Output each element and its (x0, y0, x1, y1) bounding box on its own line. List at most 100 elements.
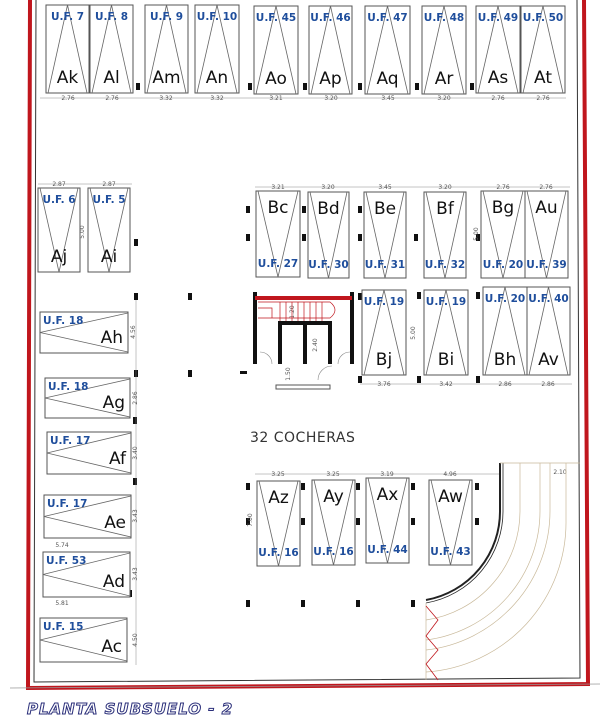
spot-diagonal (443, 5, 465, 95)
unit-label: U.F. 43 (430, 546, 470, 558)
column (246, 206, 250, 213)
column (417, 292, 421, 299)
spot-diagonal (43, 495, 132, 517)
spot-diagonal (44, 378, 131, 399)
dimension-label: 3.43 (132, 509, 139, 523)
column (303, 83, 307, 90)
column (301, 483, 305, 490)
unit-label: U.F. 18 (48, 381, 88, 393)
spot-id-label: Ay (323, 487, 344, 507)
spot-id-label: Az (268, 488, 289, 508)
spot-diagonal (310, 5, 331, 95)
spot-outline (482, 286, 528, 376)
parking-spot-Am[interactable]: U.F. 9Am (144, 4, 189, 94)
spot-diagonal (330, 5, 351, 95)
spot-outline (144, 4, 189, 94)
column (411, 518, 415, 525)
spot-outline (365, 477, 410, 564)
unit-label: U.F. 27 (258, 258, 298, 270)
column (136, 83, 140, 90)
parking-spot-Aj[interactable]: U.F. 6Aj (37, 187, 81, 273)
spot-diagonal (526, 190, 547, 279)
parking-spot-Al[interactable]: U.F. 8Al (89, 4, 134, 94)
spot-diagonal (216, 4, 238, 94)
spot-outline (423, 289, 469, 376)
spot-diagonal (39, 312, 129, 333)
spot-diagonal (166, 4, 187, 94)
unit-label: U.F. 16 (258, 547, 298, 559)
spot-diagonal (277, 190, 299, 278)
dimension-label: 2.86 (132, 391, 139, 405)
spot-diagonal (39, 618, 128, 641)
column (356, 600, 360, 607)
spot-id-label: Bh (494, 350, 516, 370)
spot-diagonal (484, 286, 506, 376)
column (475, 518, 479, 525)
parking-spot-Ak[interactable]: U.F. 7Ak (45, 4, 90, 94)
spot-diagonal (146, 4, 167, 94)
dimension-label: 2.76 (496, 184, 510, 191)
column (411, 600, 415, 607)
parking-spot-Ai[interactable]: U.F. 5Ai (87, 187, 131, 273)
dimension-label: 2.76 (61, 95, 75, 102)
dimension-label: 3.32 (159, 95, 173, 102)
dimension-label: 3.20 (324, 95, 338, 102)
spot-diagonal (258, 480, 279, 567)
dimension-label: 3.21 (271, 184, 285, 191)
spot-diagonal (111, 4, 132, 94)
spot-diagonal (91, 4, 112, 94)
spot-id-label: Ap (319, 69, 341, 89)
spot-id-label: Bj (376, 350, 392, 370)
column (301, 600, 305, 607)
spot-diagonal (257, 190, 279, 278)
spot-diagonal (42, 574, 131, 597)
dimension-label: 3.25 (326, 471, 340, 478)
outer-wall (9, 0, 600, 691)
dimension-label: 3.19 (380, 471, 394, 478)
column (188, 293, 192, 300)
column (246, 234, 250, 241)
parking-spot-Az[interactable]: U.F. 16 Az (256, 480, 301, 567)
spot-id-label: Be (374, 199, 396, 219)
spot-id-label: Ao (265, 69, 287, 89)
dimension-label: 3.76 (377, 381, 391, 388)
spot-outline (428, 479, 473, 566)
spot-diagonal (425, 289, 447, 376)
spot-id-label: Bi (438, 350, 454, 370)
dimension-label: 2.76 (105, 95, 119, 102)
spot-diagonal (367, 477, 388, 564)
dimension-label: 3.20 (321, 184, 335, 191)
spot-diagonal (46, 432, 132, 454)
parking-spot-Aw[interactable]: U.F. 43 Aw (428, 479, 473, 566)
dimension-label: 3.25 (271, 471, 285, 478)
spot-id-label: Ad (103, 572, 125, 592)
spot-id-label: Aw (438, 487, 463, 507)
